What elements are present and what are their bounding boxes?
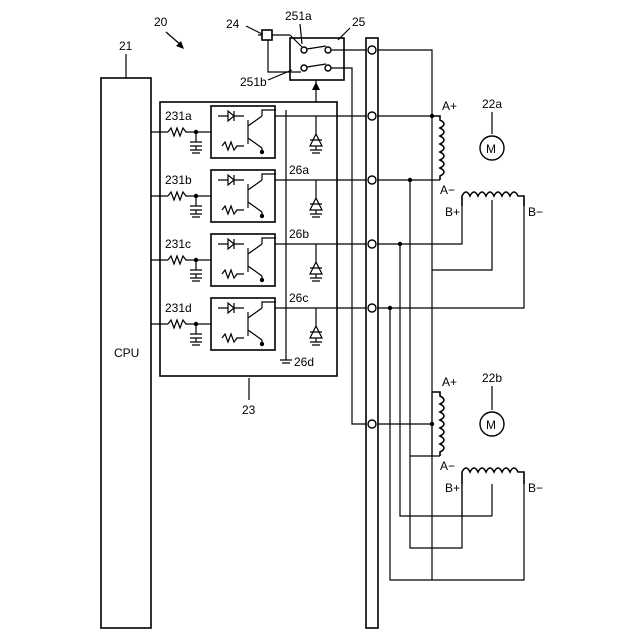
wire-phase-b-plus (378, 244, 492, 516)
motor-22a-a-minus: A− (440, 183, 455, 197)
motor-22b-m: M (486, 418, 496, 432)
connector-terminal (368, 112, 376, 120)
fuse-ref-label: 24 (226, 17, 240, 31)
diode-label-c: 26c (289, 291, 308, 305)
motor-22a-b-minus: B− (528, 205, 543, 219)
switch-label-d: 231d (165, 301, 192, 315)
relay-feed-arrow (312, 82, 320, 90)
relay-ref-label: 25 (352, 15, 366, 29)
connector-terminal (368, 46, 376, 54)
relay-terminal (325, 47, 331, 53)
motor-22a-m: M (486, 142, 496, 156)
diode-label-a: 26a (289, 163, 309, 177)
fuse-ref-leader (246, 26, 262, 34)
motor-22b-ref: 22b (482, 371, 502, 385)
relay-terminal (301, 65, 307, 71)
motor-22a-a-plus: A+ (442, 99, 457, 113)
diode-label-d: 26d (294, 355, 314, 369)
cpu-ref-label: 21 (119, 39, 133, 53)
wire-common (378, 50, 432, 116)
connector-terminal (368, 420, 376, 428)
connector-terminal (368, 176, 376, 184)
motor-22b-b-minus: B− (528, 481, 543, 495)
motor-22b-a-plus: A+ (442, 375, 457, 389)
motor-22b-b-plus: B+ (445, 481, 460, 495)
motor-22b-a-minus: A− (440, 459, 455, 473)
relay-box (290, 38, 344, 80)
fuse (262, 30, 272, 40)
relay-terminal (301, 47, 307, 53)
driver-ref-label: 23 (242, 403, 256, 417)
cpu-label: CPU (114, 346, 139, 360)
relay-contact-a-label: 251a (285, 9, 312, 23)
wire-phase-a-plus (378, 116, 432, 580)
switch-label-b: 231b (165, 173, 192, 187)
switch-label-c: 231c (165, 237, 191, 251)
motor-22a-ref: 22a (482, 97, 502, 111)
relay-terminal (325, 65, 331, 71)
system-label: 20 (154, 15, 168, 29)
connector-bar (366, 38, 378, 628)
switch-label-a: 231a (165, 109, 192, 123)
connector-terminal (368, 240, 376, 248)
diode-label-b: 26b (289, 227, 309, 241)
motor-22a-b-plus: B+ (445, 205, 460, 219)
connector-terminal (368, 304, 376, 312)
relay-contact-b-label: 251b (240, 75, 267, 89)
